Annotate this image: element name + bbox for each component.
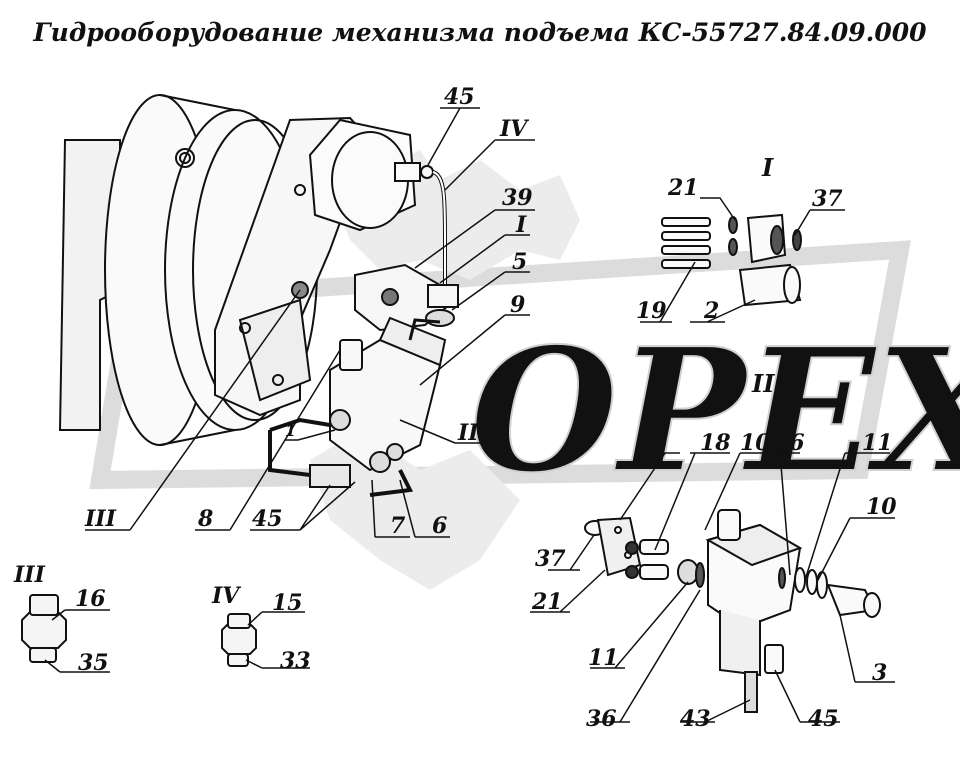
callout-label: 43: [680, 706, 711, 732]
callout-label: 3: [872, 660, 887, 686]
callout-label: III: [13, 562, 46, 588]
winch-drum: [58, 94, 318, 446]
callout-label: 2: [703, 298, 719, 324]
callout-label: 45: [444, 84, 475, 110]
callout-label: 11: [862, 430, 893, 456]
callout-label: 18: [700, 430, 731, 456]
callout-label: 35: [78, 650, 109, 676]
detail-II-parts: [584, 509, 881, 713]
callout-label: 4: [652, 430, 667, 456]
callout-label: 9: [510, 292, 525, 318]
leader-lines: [44, 107, 895, 723]
callout-label: 15: [272, 590, 303, 616]
callout-label: 11: [588, 645, 619, 671]
detail-I-parts: [661, 213, 802, 307]
watermark-text: OPEX: [470, 311, 960, 511]
callout-label: IV: [211, 583, 241, 609]
callout-label: 8: [197, 506, 213, 532]
callout-label: 6: [432, 513, 447, 539]
callout-label: I: [515, 212, 527, 238]
callout-label: II: [457, 420, 479, 446]
callout-label: 10: [866, 494, 897, 520]
callout-label: IV: [499, 116, 529, 142]
callout-label: 36: [774, 430, 805, 456]
callout-label: 33: [280, 648, 311, 674]
detail-III-fitting: [21, 594, 67, 663]
callout-label: 21: [667, 175, 699, 201]
callout-label: III: [84, 506, 117, 532]
callout-label: 1: [285, 421, 296, 440]
callout-label: 19: [636, 298, 667, 324]
callout-label: 10: [740, 430, 771, 456]
detail-IV-fitting: [221, 613, 257, 667]
valve-block-main: [268, 316, 447, 497]
callout-label: 7: [390, 513, 406, 539]
callout-label: I: [761, 153, 774, 182]
callouts: 45 IV 39 I 5 9 II III 8 1 45 7 6 I 21 37…: [13, 84, 897, 732]
callout-label: 45: [252, 506, 283, 532]
callout-label: II: [751, 369, 775, 398]
callout-label: 37: [812, 186, 843, 212]
callout-label: 21: [531, 589, 563, 615]
diagram-title: Гидрооборудование механизма подъема КС-5…: [33, 18, 927, 47]
hydraulic-motor: [308, 118, 447, 290]
callout-label: 45: [808, 706, 839, 732]
brake-valve-assembly: [291, 263, 459, 332]
callout-label: 37: [535, 546, 566, 572]
callout-label: 36: [586, 706, 617, 732]
callout-label: 16: [75, 586, 106, 612]
callout-label: 39: [502, 185, 533, 211]
callout-label: 5: [512, 249, 527, 275]
